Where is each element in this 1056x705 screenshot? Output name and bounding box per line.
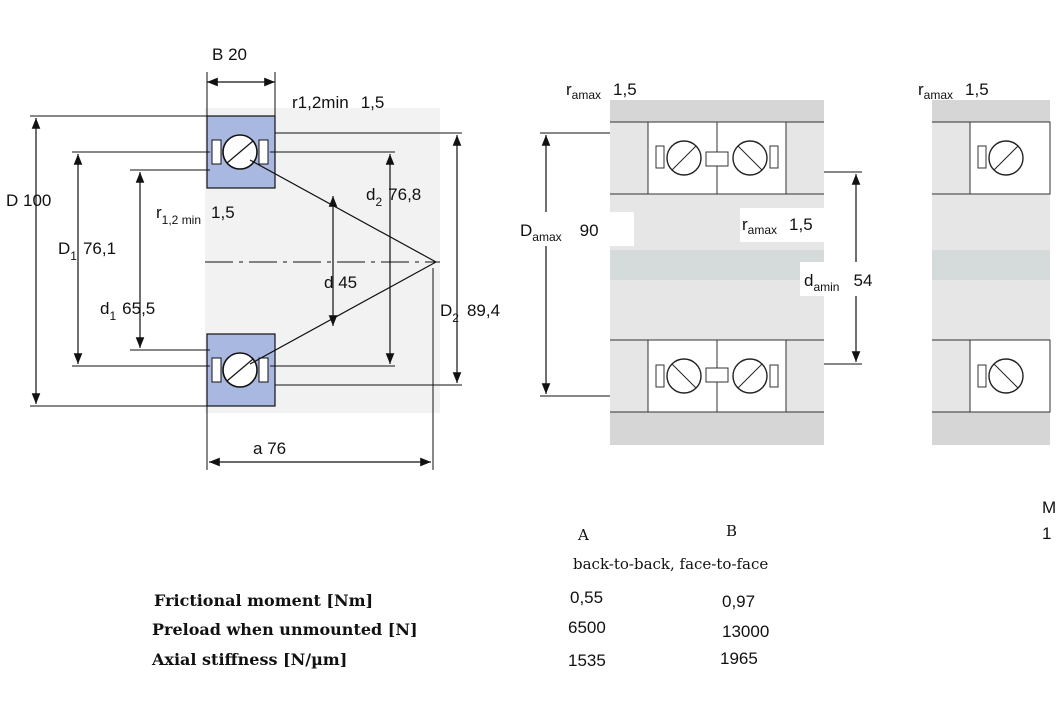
contact-line-upper [249,159,437,263]
label-a: a 76 [253,439,286,458]
row-value-b-preload: 13000 [722,622,770,641]
label-D: D 100 [6,191,51,210]
lower-bearing-pair [647,339,787,413]
row-label-preload: Preload when unmounted [N] [152,620,418,639]
label-B: B 20 [212,45,247,64]
upper-bearing-pair [647,121,787,195]
lower-bearing-ring [206,333,276,407]
cropped-value-edge: 1 [1042,524,1052,543]
table-subtitle: back-to-back, face-to-face [573,555,769,573]
row-value-a-axial-stiffness: 1535 [568,651,606,670]
column-header-b: B [726,522,738,540]
row-label-axial-stiffness: Axial stiffness [N/µm] [152,650,348,669]
row-value-a-preload: 6500 [568,618,606,637]
row-value-b-axial-stiffness: 1965 [720,649,758,668]
contact-line-lower [249,261,437,365]
row-value-b-frictional-moment: 0,97 [722,592,756,611]
row-value-a-frictional-moment: 0,55 [570,588,604,607]
upper-bearing-ring [206,115,276,189]
cropped-header-edge: M [1042,498,1056,517]
label-d: d 45 [324,273,357,292]
column-header-a: A [578,526,589,544]
row-label-frictional-moment: Frictional moment [Nm] [154,591,374,610]
